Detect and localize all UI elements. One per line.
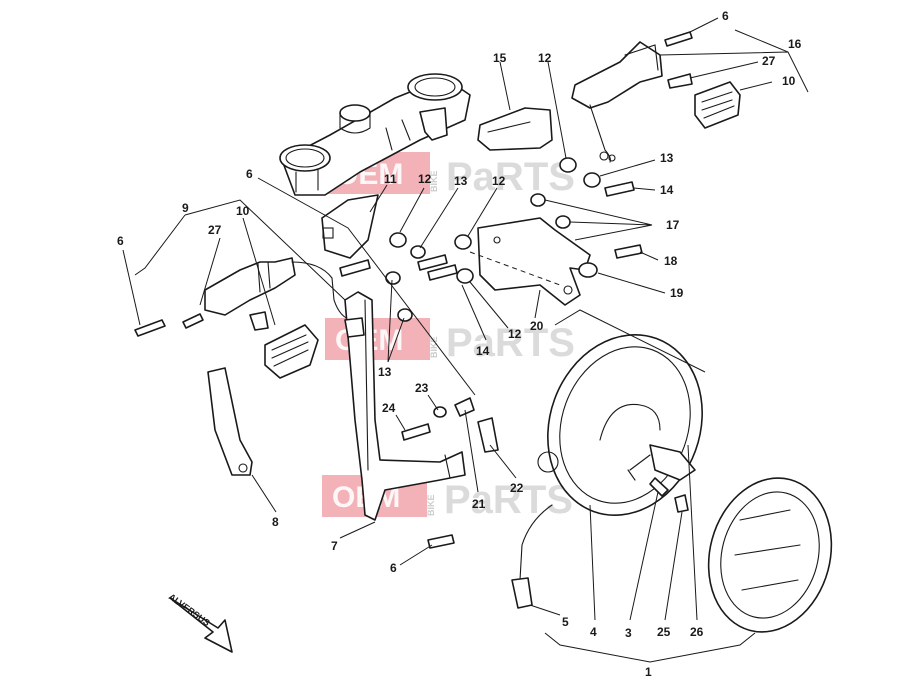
- callout-6-bottom: 6: [390, 561, 397, 575]
- right-indicator: [571, 41, 741, 163]
- leader-lines: [122, 17, 809, 663]
- watermark-parts-3: PaRTS: [444, 478, 573, 522]
- instrument-panel: [279, 73, 471, 196]
- direction-label: ALVERSUS: [167, 592, 212, 629]
- callout-27: 27: [762, 54, 776, 68]
- callout-25: 25: [657, 625, 671, 639]
- callout-26: 26: [690, 625, 704, 639]
- callout-11: 11: [384, 172, 397, 186]
- callout-13: 13: [660, 151, 674, 165]
- callout-22: 22: [510, 481, 524, 495]
- callout-24: 24: [382, 401, 396, 415]
- watermark-bike-3: BIKE: [426, 494, 436, 516]
- watermark-parts-1: PaRTS: [446, 155, 575, 199]
- callout-7: 7: [331, 539, 338, 553]
- callout-9: 9: [182, 201, 189, 215]
- watermark-bike-1: BIKE: [429, 170, 439, 192]
- watermark-parts-2: PaRTS: [446, 321, 575, 365]
- callout-16: 16: [788, 37, 802, 51]
- fasteners: [134, 31, 693, 549]
- callout-21: 21: [472, 497, 486, 511]
- callout-10-left: 10: [236, 204, 250, 218]
- callout-6-left: 6: [117, 234, 124, 248]
- watermark-bike-2: BIKE: [429, 336, 439, 358]
- callout-13-lower: 13: [378, 365, 392, 379]
- callout-8: 8: [272, 515, 279, 529]
- callout-10: 10: [782, 74, 796, 88]
- callout-6-upper-left: 6: [246, 167, 253, 181]
- callout-4: 4: [590, 625, 597, 639]
- callout-3: 3: [625, 626, 632, 640]
- callout-12: 12: [538, 51, 552, 65]
- callout-23: 23: [415, 381, 429, 395]
- callout-12-lower: 12: [508, 327, 522, 341]
- callout-12-left: 12: [418, 172, 432, 186]
- headlight-lens: [707, 477, 833, 633]
- part-11-bracket: [321, 194, 379, 259]
- bracket-20: [469, 217, 591, 306]
- callout-14-lower: 14: [476, 344, 490, 358]
- callout-12-middle: 12: [492, 174, 506, 188]
- callout-15: 15: [493, 51, 507, 65]
- callout-6: 6: [722, 9, 729, 23]
- wire-connector: [511, 504, 553, 609]
- callout-14: 14: [660, 183, 674, 197]
- direction-arrow: ALVERSUS: [167, 592, 233, 653]
- callout-17: 17: [666, 218, 680, 232]
- callout-20: 20: [530, 319, 544, 333]
- callout-18: 18: [664, 254, 678, 268]
- callout-13-upper: 13: [454, 174, 468, 188]
- left-indicator: [204, 257, 353, 379]
- callout-19: 19: [670, 286, 684, 300]
- callout-27-left: 27: [208, 223, 222, 237]
- callout-1: 1: [645, 665, 652, 679]
- headlight-housing: [537, 334, 703, 516]
- part-15-bracket: [477, 107, 553, 151]
- headlight-frame: [344, 291, 466, 521]
- callout-5: 5: [562, 615, 569, 629]
- callout-numbers: 6 16 27 10 15 12 13 14 17 18 19 20 12 14…: [117, 9, 802, 679]
- watermark-oem-box-2: [325, 318, 430, 360]
- bracket-8: [207, 367, 253, 476]
